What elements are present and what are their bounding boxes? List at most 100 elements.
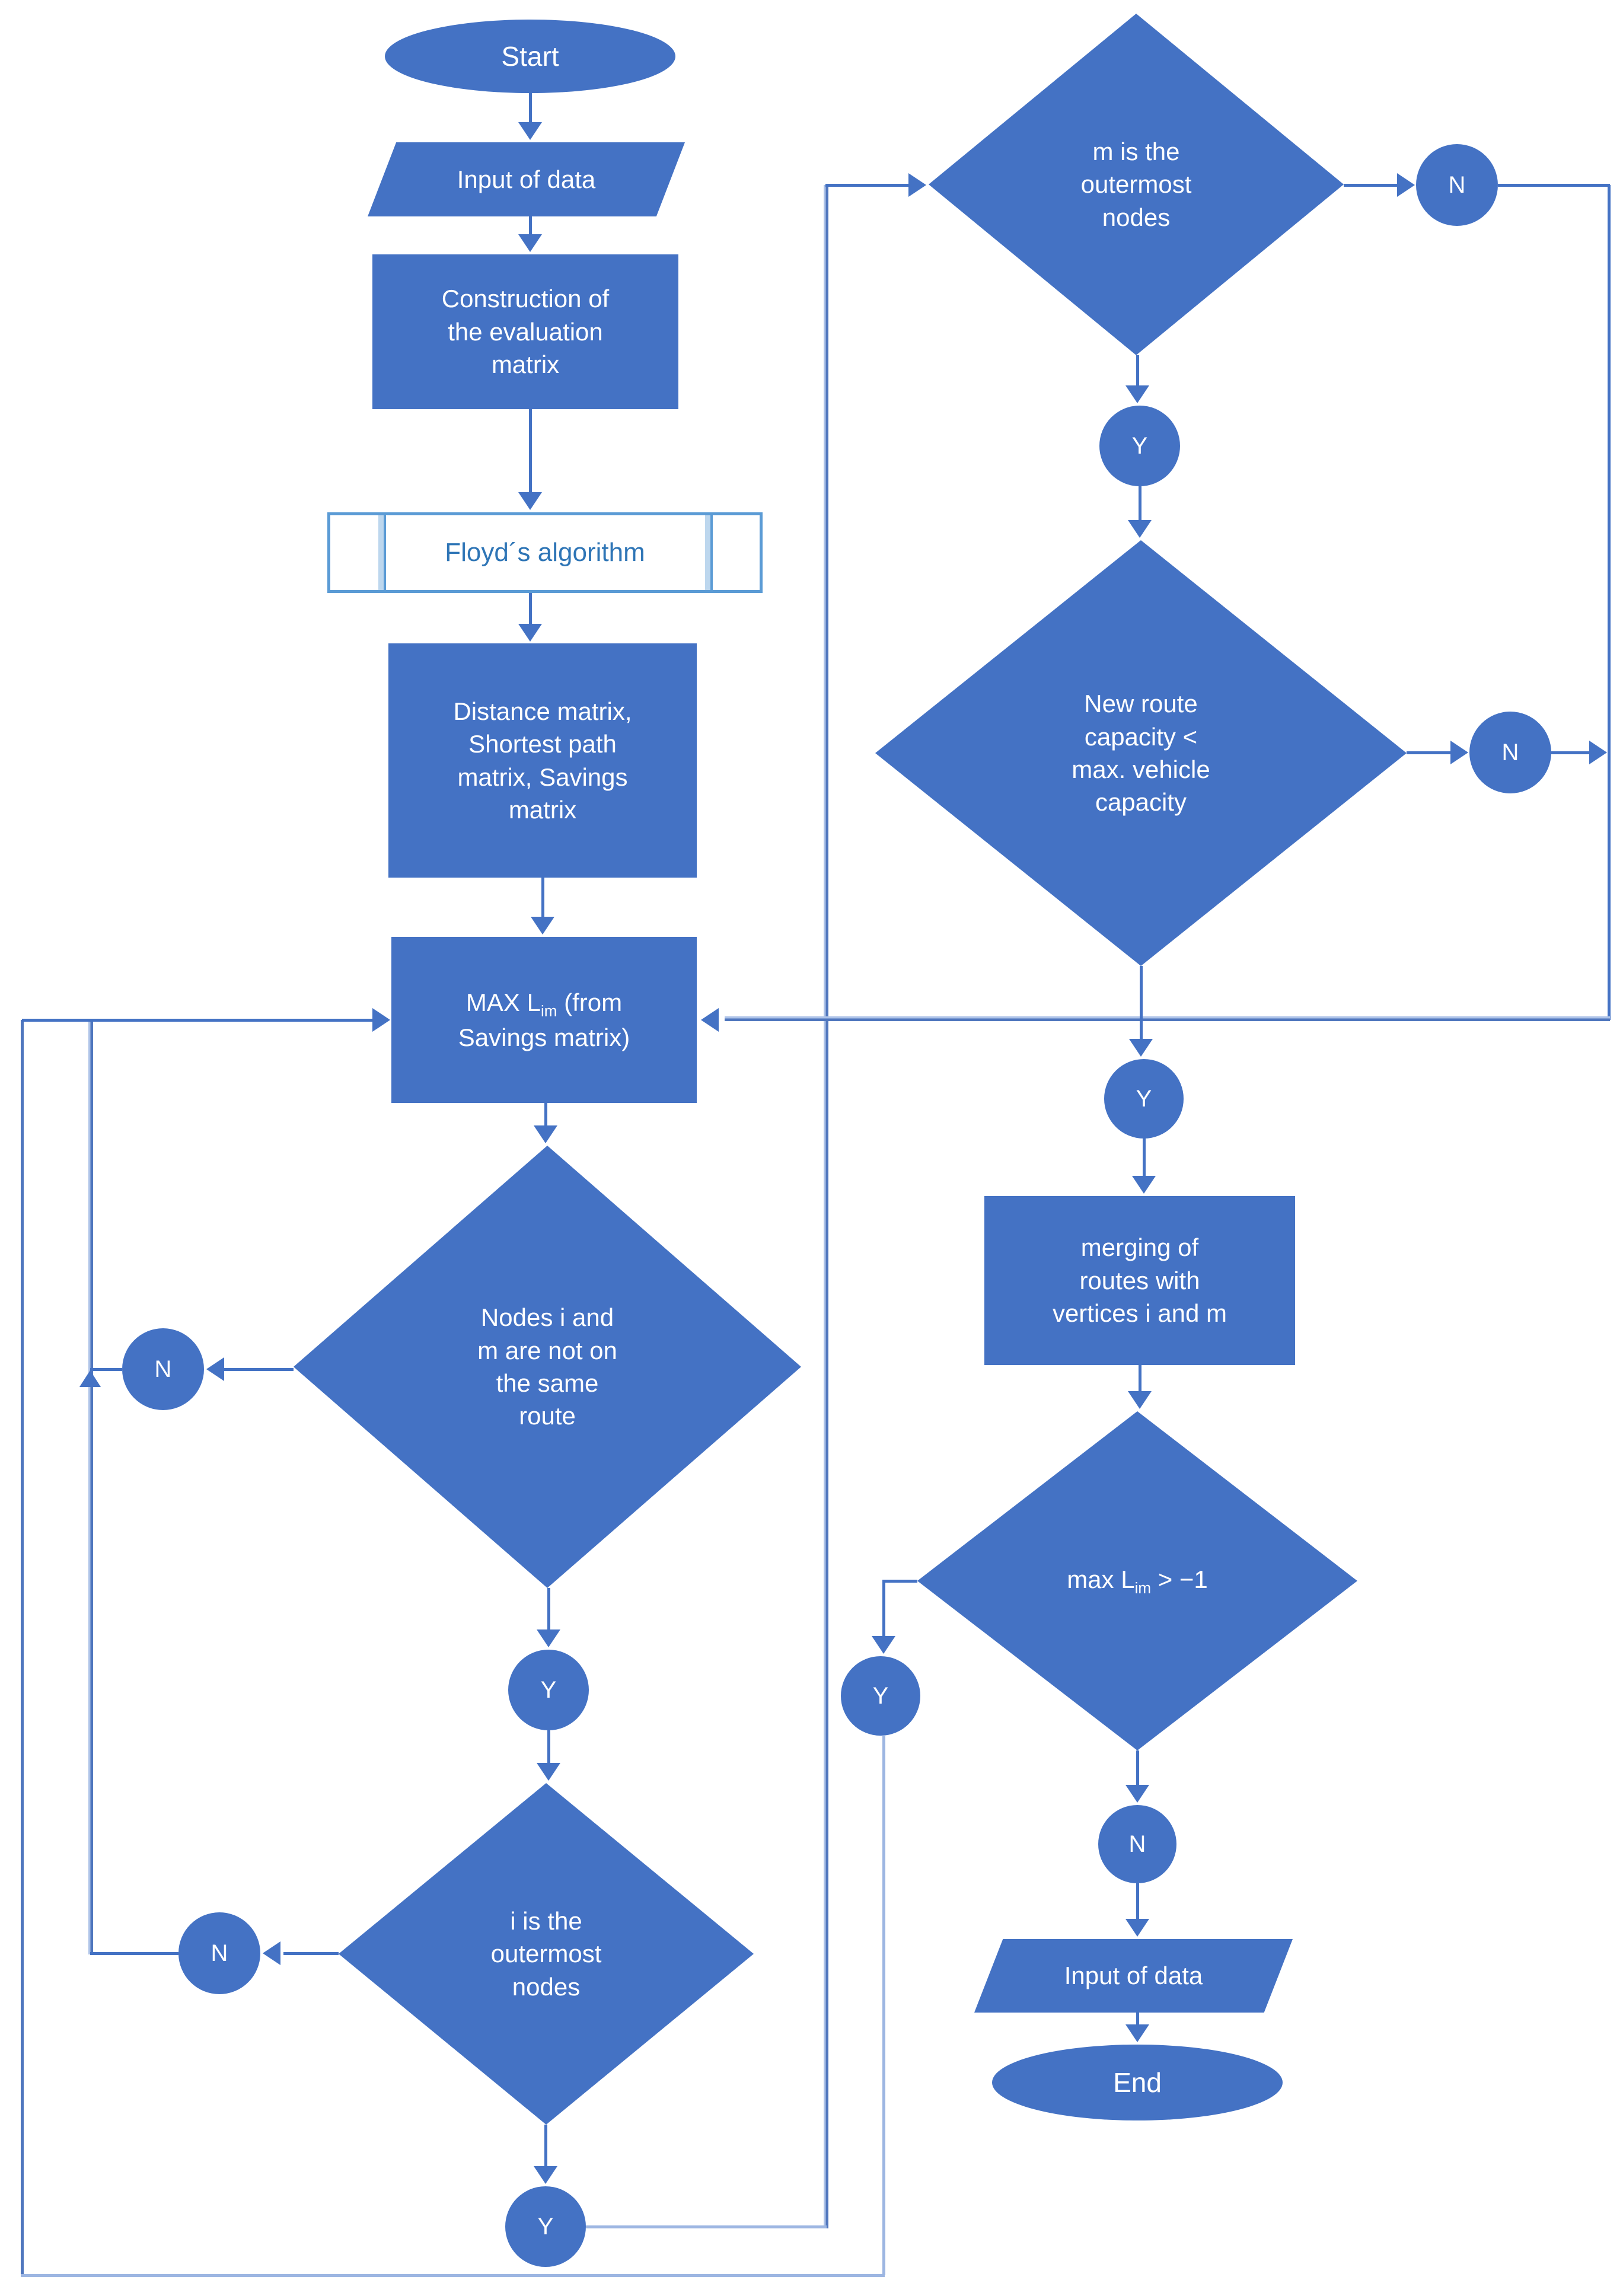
predefined-right-bar <box>705 515 713 590</box>
arrowhead-m-outermost-n <box>1397 173 1415 197</box>
edge-merging-maxlim-decision <box>1139 1365 1141 1391</box>
arrowhead-decision-y-mid <box>537 1629 560 1647</box>
arrowhead-nodes-not-same-route-n <box>206 1357 224 1381</box>
edge-max-lim-to-y-elbow <box>882 1580 917 1583</box>
arrowhead-input-construction <box>518 234 542 252</box>
decision-nodes-not-same-route: Nodes i and m are not on the same route <box>294 1146 801 1588</box>
decision-i-outermost-label: i is the outermost nodes <box>490 1906 602 2001</box>
arrowhead-y-mid-i-outermost <box>537 1763 560 1781</box>
arrowhead-i-outermost-y-bottom <box>534 2166 557 2184</box>
edge-floyd-matrices <box>529 593 532 624</box>
edge-m-outermost-to-n <box>1344 184 1397 187</box>
arrowhead-n-input2 <box>1125 1919 1149 1937</box>
edge-y-mid-i-outermost <box>547 1730 550 1763</box>
branch-no-i-outermost: N <box>178 1912 260 1994</box>
yes-label: Y <box>540 1676 557 1703</box>
branch-yes-m-outermost: Y <box>1099 406 1180 486</box>
arrowhead-y-merging <box>1132 1176 1156 1194</box>
decision-nodes-not-same-route-label: Nodes i and m are not on the same route <box>477 1303 617 1430</box>
decision-new-route-capacity: New route capacity < max. vehicle capaci… <box>875 540 1407 966</box>
edge-bottom-return <box>21 2274 885 2277</box>
decision-m-outermost: m is the outermost nodes <box>929 14 1344 355</box>
arrowhead-input2-end <box>1125 2024 1149 2042</box>
edge-into-maxlim-right <box>725 1016 1610 1021</box>
branch-yes-nodes-not-same-route: Y <box>508 1650 589 1730</box>
no-label: N <box>154 1356 172 1382</box>
edge-matrices-maxlim <box>541 878 544 917</box>
edge-loop-y-to-m-outermost-vertical <box>824 185 828 2228</box>
edge-i-outermost-y-bottom <box>544 2125 547 2166</box>
edge-input2-end <box>1136 2013 1139 2024</box>
yes-label: Y <box>872 1682 889 1709</box>
arrowhead-maxlim-decision-n <box>1125 1785 1149 1803</box>
edge-n-input2 <box>1136 1883 1139 1919</box>
edge-n-new-route-to-right-spine <box>1551 751 1589 754</box>
construction-label: Construction of the evaluation matrix <box>441 285 610 379</box>
edge-into-maxlim-left <box>22 1019 372 1022</box>
branch-no-max-lim: N <box>1098 1805 1176 1883</box>
arrowhead-floyd-matrices <box>518 624 542 642</box>
edge-start-input <box>529 93 532 122</box>
edge-decision-y-mid <box>547 1588 550 1629</box>
arrowhead-loop-n-up <box>79 1370 101 1387</box>
input-of-data-parallelogram: Input of data <box>368 142 685 216</box>
input-of-data-2-parallelogram: Input of data <box>974 1939 1293 2013</box>
arrowhead-maxlim-decision <box>534 1125 557 1143</box>
input-of-data-label: Input of data <box>457 165 596 193</box>
no-label: N <box>1448 171 1466 198</box>
floyd-predefined-process: Floyd´s algorithm <box>327 512 763 593</box>
edge-m-outermost-y <box>1136 355 1139 385</box>
arrowhead-into-maxlim-right <box>701 1008 719 1032</box>
edge-nodes-not-same-route-to-n <box>224 1368 294 1371</box>
edge-loop-n-vertical <box>88 1020 93 1954</box>
decision-max-lim: max Lim > −1 <box>917 1411 1357 1750</box>
max-lim-process: MAX Lim (from Savings matrix) <box>391 937 697 1103</box>
edge-loop-maxlim-yes-vertical <box>882 1736 885 2275</box>
arrowhead-into-maxlim-left <box>372 1008 390 1032</box>
start-label: Start <box>501 40 559 72</box>
edge-y-new-route <box>1139 486 1141 520</box>
arrowhead-construction-floyd <box>518 492 542 510</box>
edge-maxlim-decision <box>544 1103 547 1125</box>
branch-yes-i-outermost: Y <box>505 2186 586 2267</box>
arrowhead-new-route-y <box>1129 1039 1153 1057</box>
input-of-data-2-label: Input of data <box>1064 1962 1203 1990</box>
edge-new-route-to-n <box>1407 751 1450 754</box>
arrowhead-start-input <box>518 122 542 140</box>
edge-maxlim-yes-drop <box>882 1581 885 1636</box>
edge-n-i-outermost-to-spine <box>90 1952 178 1955</box>
matrices-label: Distance matrix, Shortest path matrix, S… <box>453 697 632 824</box>
arrowhead-n-new-route-spine <box>1589 741 1607 764</box>
edge-new-route-y <box>1140 966 1143 1039</box>
merging-label: merging of routes with vertices i and m <box>1052 1233 1227 1328</box>
branch-yes-new-route-capacity: Y <box>1104 1059 1184 1139</box>
arrowhead-merging-maxlim-decision <box>1128 1391 1152 1409</box>
matrices-process: Distance matrix, Shortest path matrix, S… <box>388 643 697 878</box>
edge-loop-far-left-vertical <box>21 1020 24 2277</box>
branch-no-new-route-capacity: N <box>1469 712 1551 793</box>
decision-max-lim-label: max Lim > −1 <box>1067 1565 1208 1597</box>
edge-y-merging <box>1143 1138 1146 1176</box>
no-label: N <box>211 1940 228 1966</box>
edge-construction-floyd <box>529 409 532 492</box>
edge-y-bottom-to-vertical <box>586 2225 827 2228</box>
yes-label: Y <box>1136 1085 1152 1112</box>
arrowhead-new-route-n <box>1450 741 1468 764</box>
arrowhead-matrices-maxlim <box>531 917 554 935</box>
yes-label: Y <box>537 2213 554 2240</box>
branch-no-m-outermost: N <box>1416 144 1498 226</box>
branch-no-nodes-not-same-route: N <box>122 1328 204 1410</box>
end-label: End <box>1113 2067 1162 2098</box>
merging-process: merging of routes with vertices i and m <box>984 1196 1295 1365</box>
edge-maxlim-decision-n <box>1136 1750 1139 1785</box>
edge-n-m-outermost-to-right-spine <box>1498 184 1610 187</box>
decision-m-outermost-label: m is the outermost nodes <box>1080 137 1192 231</box>
max-lim-label: MAX Lim (from Savings matrix) <box>458 988 630 1052</box>
floyd-label: Floyd´s algorithm <box>445 537 645 567</box>
predefined-left-bar <box>378 515 386 590</box>
no-label: N <box>1128 1831 1146 1857</box>
edge-into-m-outermost <box>825 184 908 187</box>
edge-right-no-merge-vertical <box>1608 185 1611 1020</box>
decision-i-outermost: i is the outermost nodes <box>339 1783 754 2125</box>
